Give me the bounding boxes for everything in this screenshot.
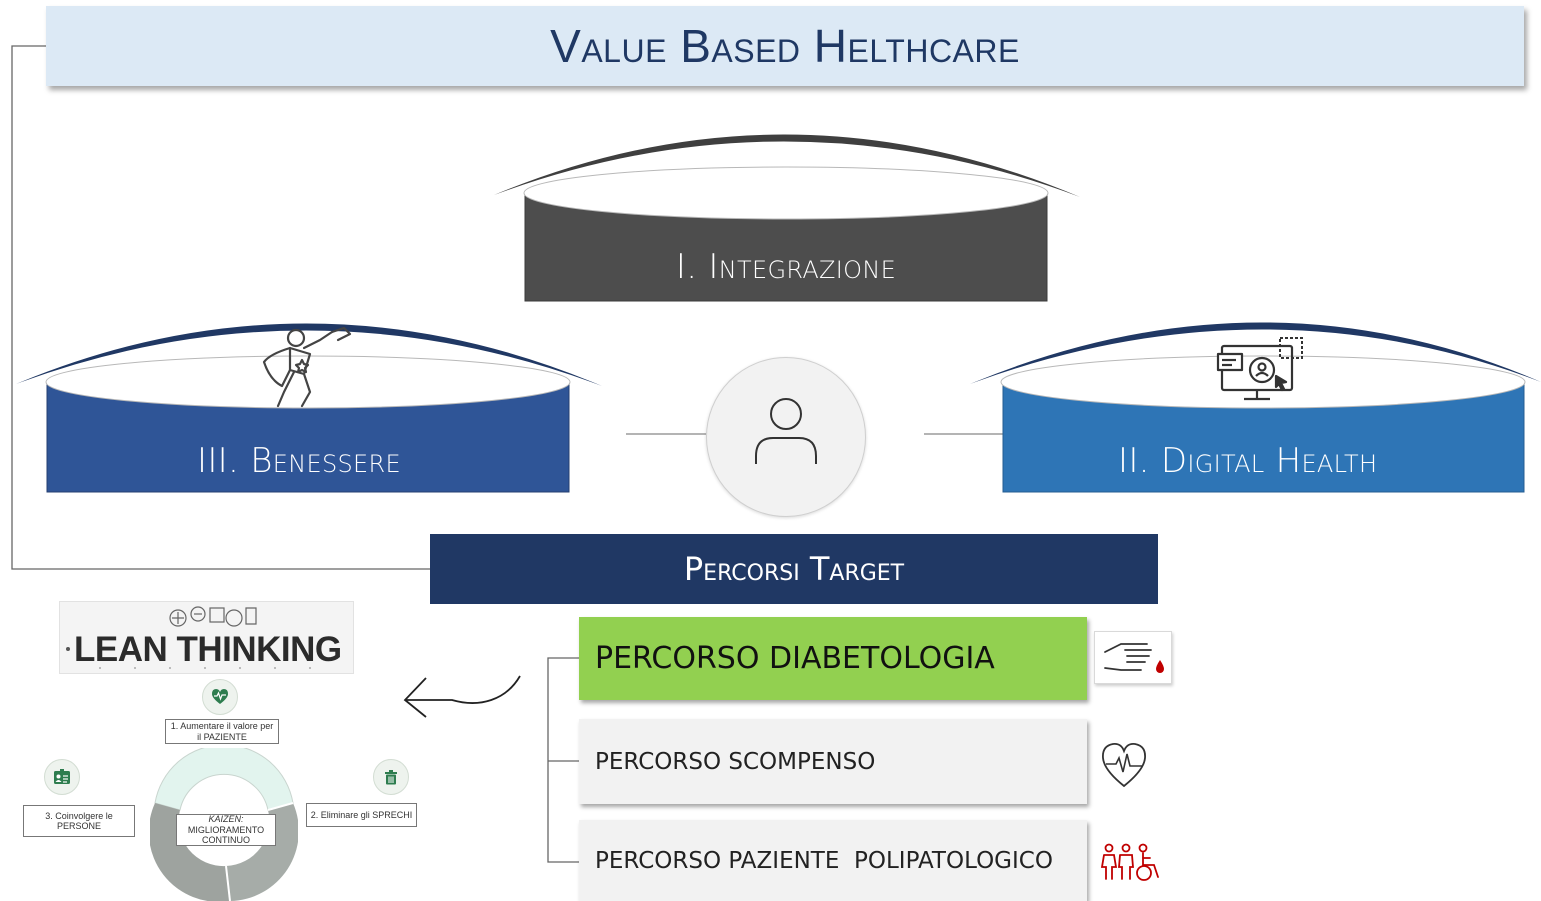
pillar-integrazione-shape	[494, 134, 1080, 302]
lean-illustration-icon	[169, 606, 257, 627]
kaizen-title: KAIZEN:	[208, 814, 244, 825]
title-banner: Value Based Helthcare	[46, 6, 1524, 86]
kaizen-step-2-label: 2. Eliminare gli SPRECHI	[310, 809, 413, 820]
digital-screen-icon	[1216, 337, 1303, 401]
trash-badge-icon	[373, 759, 409, 795]
heart-pulse-icon	[1102, 742, 1146, 788]
finger-blood-drop-icon	[1094, 631, 1172, 684]
center-person-circle	[706, 357, 866, 517]
pillar-integrazione: I. Integrazione	[490, 105, 1082, 305]
percorsi-target-title: Percorsi Target	[683, 550, 905, 588]
path-scompenso-label: PERCORSO SCOMPENSO	[595, 748, 876, 775]
path-polipatologico-label: PERCORSO PAZIENTE POLIPATOLOGICO	[595, 847, 1053, 874]
percorsi-target-bar: Percorsi Target	[430, 534, 1158, 604]
pillar-benessere: III. Benessere	[14, 296, 606, 496]
kaizen-step-2: 2. Eliminare gli SPRECHI	[306, 803, 417, 827]
lean-thinking-banner: LEAN THINKING	[59, 601, 354, 674]
kaizen-subtitle: MIGLIORAMENTO CONTINUO	[187, 824, 265, 846]
path-scompenso: PERCORSO SCOMPENSO	[579, 719, 1087, 804]
kaizen-step-1: 1. Aumentare il valore per il PAZIENTE	[165, 719, 279, 744]
pillar-benessere-shape	[16, 323, 602, 493]
path-polipatologico: PERCORSO PAZIENTE POLIPATOLOGICO	[579, 820, 1087, 901]
id-card-badge-icon	[44, 759, 80, 795]
pillar-digital-label: II. Digital Health	[1118, 441, 1378, 481]
kaizen-step-3-label: 3. Coinvolgere le PERSONE	[45, 810, 113, 831]
path-diabetologia-label: PERCORSO DIABETOLOGIA	[595, 641, 995, 676]
kaizen-ring	[150, 748, 298, 901]
kaizen-step-3: 3. Coinvolgere le PERSONE	[23, 805, 135, 837]
kaizen-step-1-label: 1. Aumentare il valore per il PAZIENTE	[170, 721, 274, 742]
person-icon	[755, 398, 817, 464]
heart-pulse-badge-icon	[202, 679, 238, 715]
lean-dots	[66, 647, 311, 669]
pillar-digital-health: II. Digital Health	[968, 296, 1541, 496]
superhero-icon	[262, 326, 352, 408]
pillar-benessere-label: III. Benessere	[197, 441, 401, 481]
people-wheelchair-icon	[1100, 843, 1159, 881]
path-diabetologia: PERCORSO DIABETOLOGIA	[579, 617, 1087, 700]
page-title: Value Based Helthcare	[550, 20, 1020, 72]
lean-thinking-title: LEAN THINKING	[74, 630, 342, 669]
pillar-integrazione-label: I. Integrazione	[675, 247, 897, 287]
kaizen-center-box: KAIZEN: MIGLIORAMENTO CONTINUO	[176, 814, 276, 846]
